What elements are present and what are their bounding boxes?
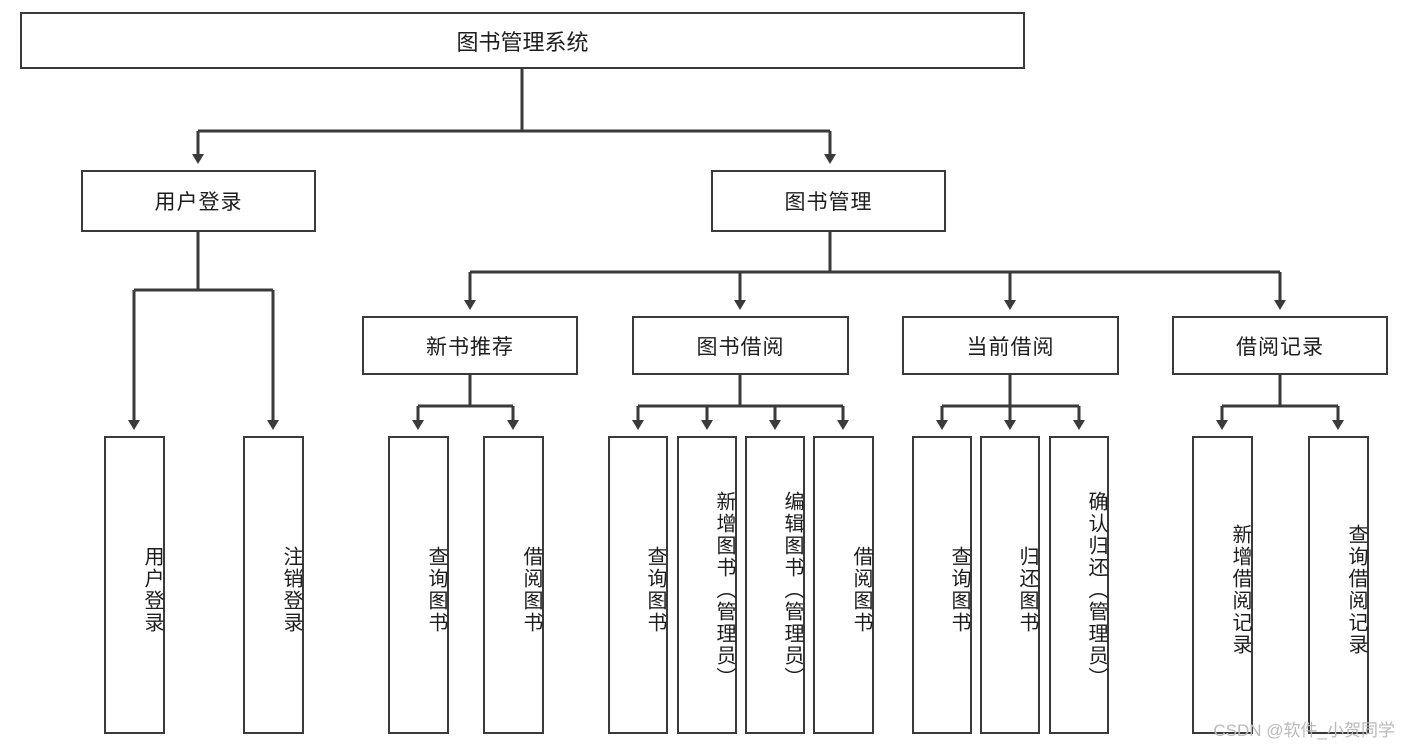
leaf-query-book-rec[interactable]: 查询图书 xyxy=(388,436,449,734)
node-book-borrow[interactable]: 图书借阅 xyxy=(632,316,849,375)
leaf-return-book[interactable]: 归还图书 xyxy=(980,436,1040,734)
leaf-label: 新增借阅记录 xyxy=(1229,524,1251,656)
leaf-borrow-book-rec[interactable]: 借阅图书 xyxy=(483,436,544,734)
node-borrow-record[interactable]: 借阅记录 xyxy=(1172,316,1388,375)
leaf-label: 查询图书 xyxy=(644,546,666,634)
node-new-book-recommend[interactable]: 新书推荐 xyxy=(362,316,578,375)
leaf-query-borrow-record[interactable]: 查询借阅记录 xyxy=(1308,436,1369,734)
leaf-add-book-admin[interactable]: 新增图书（管理员） xyxy=(677,436,737,734)
node-current-borrow[interactable]: 当前借阅 xyxy=(902,316,1119,375)
leaf-add-borrow-record[interactable]: 新增借阅记录 xyxy=(1192,436,1253,734)
leaf-label: 查询图书 xyxy=(948,546,970,634)
leaf-user-login[interactable]: 用户登录 xyxy=(104,436,165,734)
leaf-label: 借阅图书 xyxy=(520,546,542,634)
leaf-query-book-current[interactable]: 查询图书 xyxy=(912,436,972,734)
leaf-confirm-return-admin[interactable]: 确认归还（管理员） xyxy=(1049,436,1109,734)
leaf-edit-book-admin[interactable]: 编辑图书（管理员） xyxy=(745,436,805,734)
leaf-label: 新增图书（管理员） xyxy=(713,491,735,689)
leaf-label: 归还图书 xyxy=(1016,546,1038,634)
leaf-query-book-borrow[interactable]: 查询图书 xyxy=(608,436,668,734)
leaf-label: 查询借阅记录 xyxy=(1345,524,1367,656)
leaf-label: 借阅图书 xyxy=(850,546,872,634)
leaf-label: 确认归还（管理员） xyxy=(1085,491,1107,689)
node-book-management[interactable]: 图书管理 xyxy=(711,170,946,232)
leaf-logout[interactable]: 注销登录 xyxy=(243,436,304,734)
node-root[interactable]: 图书管理系统 xyxy=(20,12,1025,69)
leaf-label: 查询图书 xyxy=(425,546,447,634)
node-user-login[interactable]: 用户登录 xyxy=(81,170,316,232)
csdn-watermark: CSDN @软件_小贺同学 xyxy=(1213,721,1395,740)
leaf-label: 编辑图书（管理员） xyxy=(781,491,803,689)
leaf-borrow-book[interactable]: 借阅图书 xyxy=(813,436,874,734)
leaf-label: 注销登录 xyxy=(280,546,302,634)
leaf-label: 用户登录 xyxy=(141,546,163,634)
